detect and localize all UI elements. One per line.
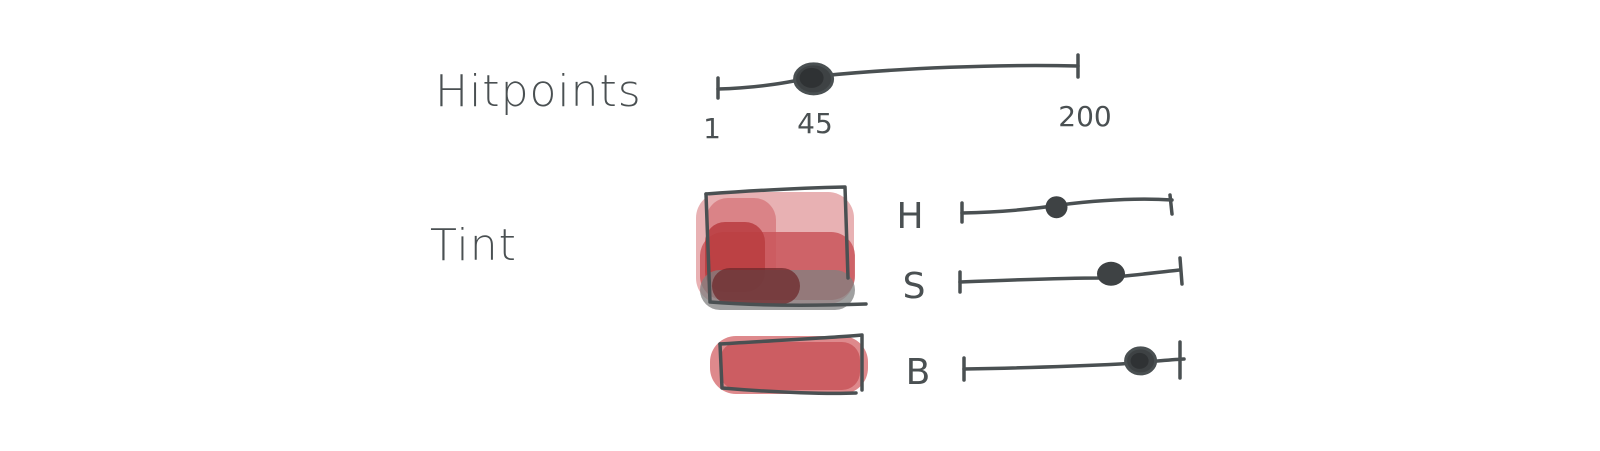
tint-b-slider[interactable]: [962, 340, 1186, 382]
hitpoints-slider-thumb[interactable]: [793, 62, 835, 96]
hitpoints-value-label: 45: [797, 107, 833, 140]
tint-preview-swatch: [696, 185, 868, 310]
hitpoints-label: Hitpoints: [435, 66, 642, 117]
hitpoints-slider-track[interactable]: [716, 63, 1080, 91]
tint-current-swatch: [710, 333, 868, 396]
tint-s-slider[interactable]: [958, 256, 1184, 294]
hitpoints-max-label: 200: [1058, 100, 1111, 133]
tint-label: Tint: [430, 220, 517, 271]
tint-s-slider-thumb[interactable]: [1097, 261, 1125, 286]
tint-h-label: H: [896, 196, 923, 237]
tint-b-slider-track[interactable]: [962, 357, 1186, 371]
tint-b-label: B: [906, 352, 931, 393]
tint-h-slider-thumb[interactable]: [1045, 196, 1068, 219]
tint-s-slider-track[interactable]: [958, 268, 1182, 284]
tint-h-slider[interactable]: [960, 193, 1174, 224]
hitpoints-slider[interactable]: [716, 53, 1080, 100]
tint-b-slider-thumb[interactable]: [1124, 346, 1158, 376]
tint-s-label: S: [903, 266, 926, 307]
hitpoints-min-label: 1: [703, 112, 721, 145]
